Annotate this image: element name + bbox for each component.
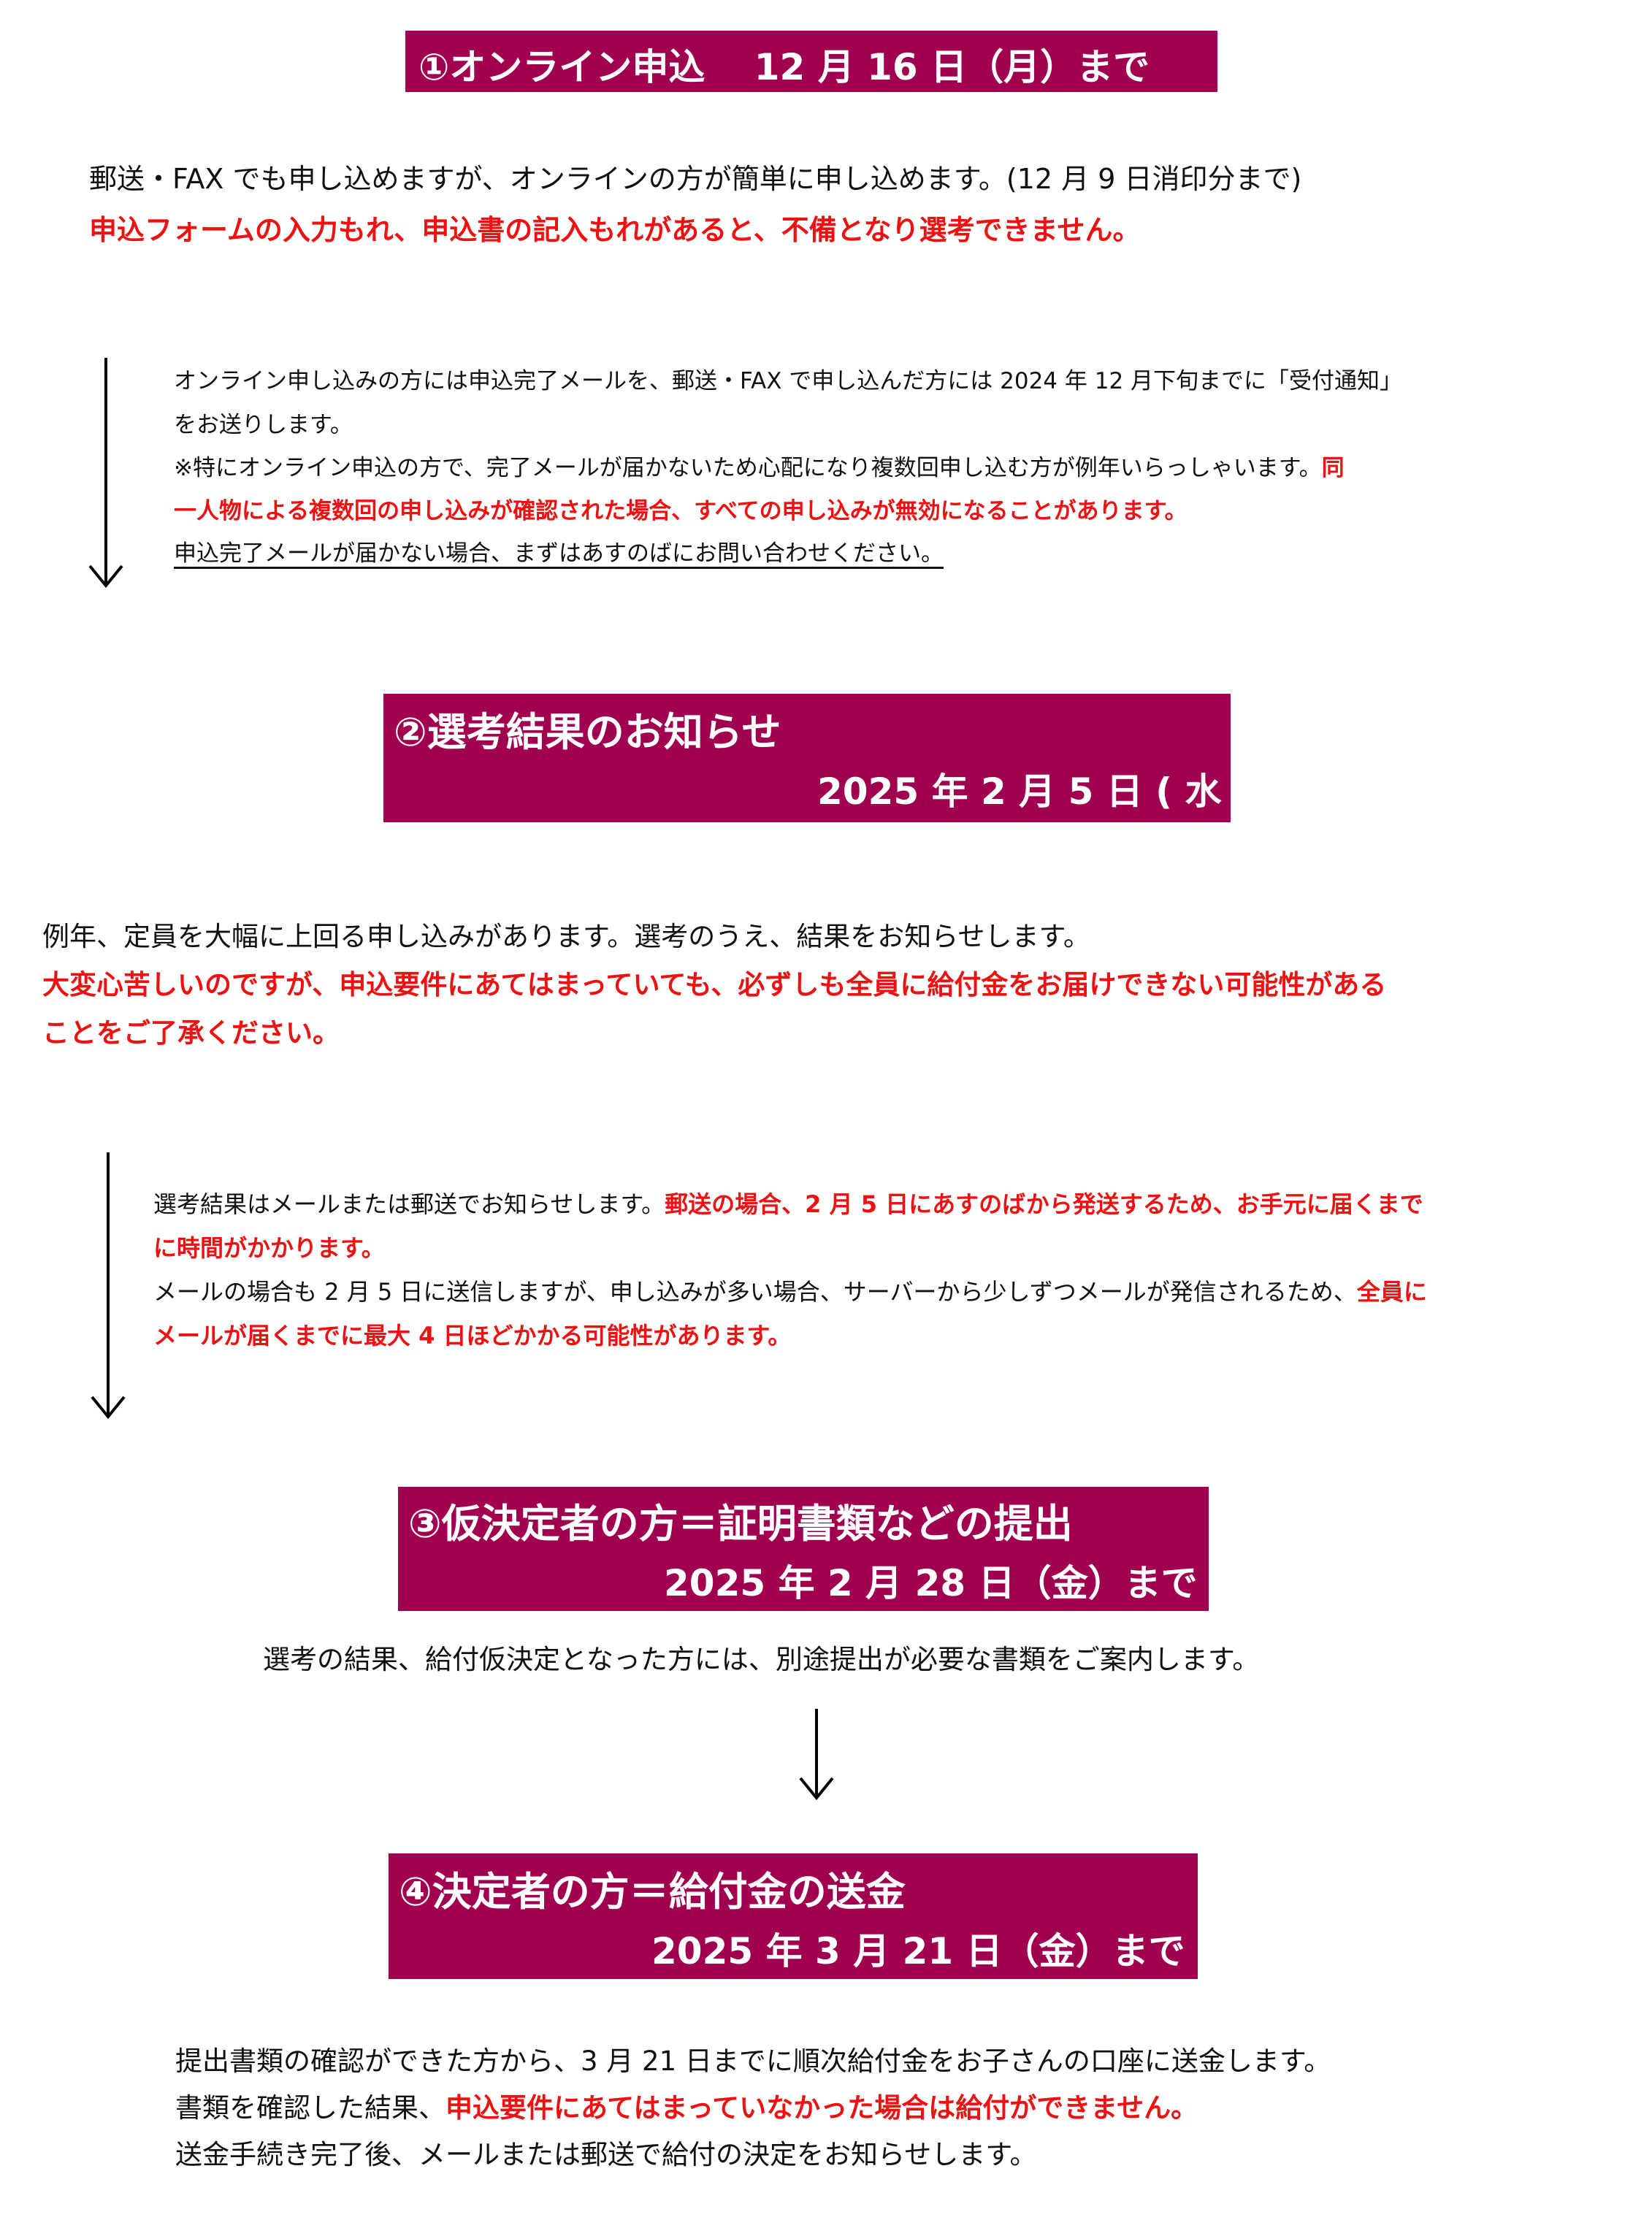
step2-date: 2025 年 2 月 5 日 ( 水 )	[817, 770, 1251, 813]
note1-line4: 一人物による複数回の申し込みが確認された場合、すべての申し込みが無効になることが…	[174, 498, 1188, 524]
note2-line3-text: メールの場合も 2 月 5 日に送信しますが、申し込みが多い場合、サーバーから少…	[153, 1278, 1357, 1306]
step3-banner: ③仮決定者の方＝証明書類などの提出 2025 年 2 月 28 日（金）まで	[398, 1487, 1209, 1611]
note2-line1-emphasis: 郵送の場合、2 月 5 日にあすのばから発送するため、お手元に届くまで	[665, 1190, 1423, 1218]
down-arrow-icon	[91, 1152, 126, 1420]
note1-line3-emphasis: 同	[1321, 455, 1345, 481]
step1-text-line1: 郵送・FAX でも申し込めますが、オンラインの方が簡単に申し込めます。(12 月…	[89, 163, 1302, 195]
down-arrow-icon	[88, 358, 123, 589]
step4-text-line3: 送金手続き完了後、メールまたは郵送で給付の決定をお知らせします。	[175, 2139, 1037, 2170]
step4-text-line2: 書類を確認した結果、申込要件にあてはまっていなかった場合は給付ができません。	[175, 2086, 1198, 2125]
note2-line3-emphasis: 全員に	[1356, 1278, 1427, 1306]
note1-line3: ※特にオンライン申込の方で、完了メールが届かないため心配になり複数回申し込む方が…	[174, 449, 1345, 482]
step3-date: 2025 年 2 月 28 日（金）まで	[664, 1562, 1198, 1604]
step1-title: ①オンライン申込 12 月 16 日（月）まで	[418, 46, 1150, 88]
note2-line1: 選考結果はメールまたは郵送でお知らせします。郵送の場合、2 月 5 日にあすのば…	[153, 1186, 1423, 1220]
step2-text-line2: 大変心苦しいのですが、申込要件にあてはまっていても、必ずしも全員に給付金をお届け…	[42, 969, 1387, 1000]
step3-text-line1: 選考の結果、給付仮決定となった方には、別途提出が必要な書類をご案内します。	[263, 1644, 1260, 1675]
note1-line5: 申込完了メールが届かない場合、まずはあすのばにお問い合わせください。	[174, 540, 944, 567]
step2-text-line3: ことをご了承ください。	[42, 1017, 340, 1049]
note2-line2: に時間がかかります。	[153, 1234, 385, 1262]
step3-title: ③仮決定者の方＝証明書類などの提出	[408, 1501, 1073, 1547]
step4-text-line1: 提出書類の確認ができた方から、3 月 21 日までに順次給付金をお子さんの口座に…	[175, 2045, 1331, 2077]
step2-text-line1: 例年、定員を大幅に上回る申し込みがあります。選考のうえ、結果をお知らせします。	[42, 921, 1090, 952]
step4-banner: ④決定者の方＝給付金の送金 2025 年 3 月 21 日（金）まで	[389, 1853, 1198, 1979]
note2-line3: メールの場合も 2 月 5 日に送信しますが、申し込みが多い場合、サーバーから少…	[153, 1274, 1427, 1307]
note1-line3-text: ※特にオンライン申込の方で、完了メールが届かないため心配になり複数回申し込む方が…	[174, 455, 1322, 481]
step4-date: 2025 年 3 月 21 日（金）まで	[651, 1930, 1185, 1972]
step4-title: ④決定者の方＝給付金の送金	[399, 1869, 906, 1915]
step2-banner: ②選考結果のお知らせ 2025 年 2 月 5 日 ( 水 )	[383, 694, 1251, 822]
note1-line2: をお送りします。	[174, 412, 353, 438]
step1-banner: ①オンライン申込 12 月 16 日（月）まで	[405, 31, 1217, 92]
note1-line1: オンライン申し込みの方には申込完了メールを、郵送・FAX で申し込んだ方には 2…	[174, 368, 1403, 394]
note2-line1-text: 選考結果はメールまたは郵送でお知らせします。	[153, 1190, 665, 1218]
down-arrow-icon	[799, 1709, 834, 1801]
note2-line4: メールが届くまでに最大 4 日ほどかかる可能性があります。	[153, 1322, 792, 1350]
step4-text-line2-text: 書類を確認した結果、	[175, 2092, 445, 2124]
step2-title: ②選考結果のお知らせ	[394, 709, 781, 755]
step4-text-line2-emphasis: 申込要件にあてはまっていなかった場合は給付ができません。	[445, 2092, 1198, 2124]
step1-text-line2: 申込フォームの入力もれ、申込書の記入もれがあると、不備となり選考できません。	[89, 214, 1141, 246]
